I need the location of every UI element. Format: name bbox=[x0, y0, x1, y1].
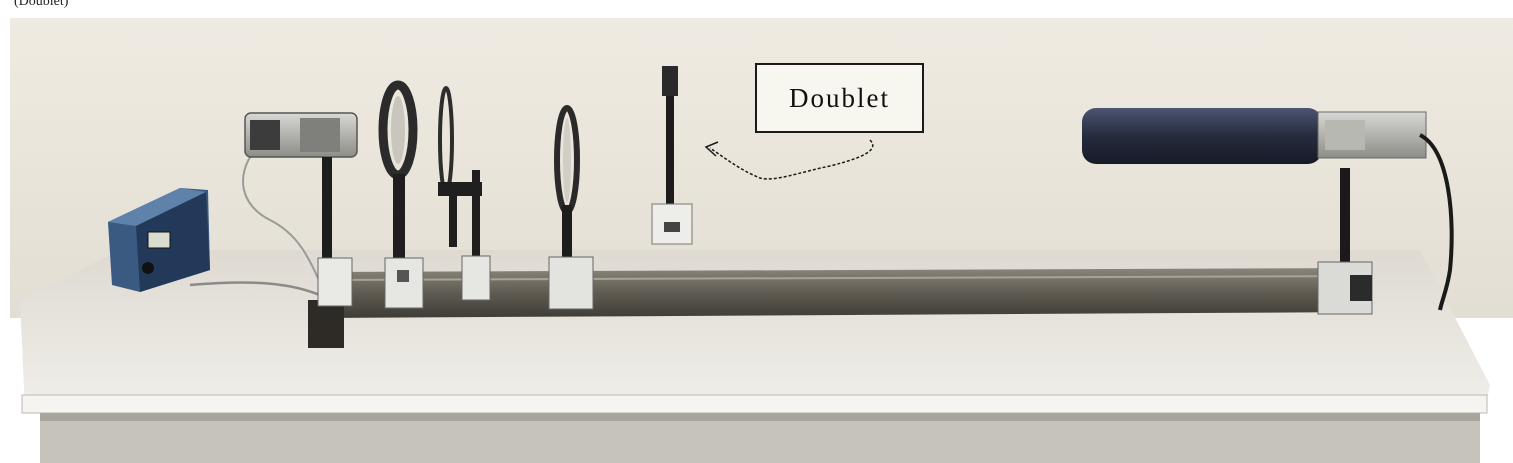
table-cabinet-shadow bbox=[40, 413, 1480, 421]
left-white-margin bbox=[0, 0, 10, 463]
power-cable bbox=[189, 281, 323, 298]
laser-tube bbox=[1082, 108, 1427, 315]
doublet-label-box: Doublet bbox=[755, 63, 924, 133]
laser-cable bbox=[1418, 133, 1454, 311]
lens-holder-2 bbox=[548, 105, 594, 310]
rail-end-foot-left bbox=[308, 300, 344, 348]
doublet-label: Doublet bbox=[789, 82, 890, 113]
doublet-element bbox=[651, 66, 693, 245]
table-cabinet bbox=[40, 413, 1480, 463]
light-source bbox=[244, 112, 358, 307]
rail-highlight bbox=[319, 275, 1371, 281]
image-caption: ... (Doublet) bbox=[0, 0, 69, 9]
annotation-arrowhead bbox=[704, 141, 719, 157]
cable-to-light-source bbox=[242, 149, 327, 297]
annotation-arrow bbox=[709, 139, 874, 180]
laser-power-supply bbox=[108, 188, 210, 292]
aperture-holder bbox=[438, 86, 491, 301]
lens-holder-1 bbox=[378, 80, 424, 309]
table-edge bbox=[21, 394, 1488, 414]
